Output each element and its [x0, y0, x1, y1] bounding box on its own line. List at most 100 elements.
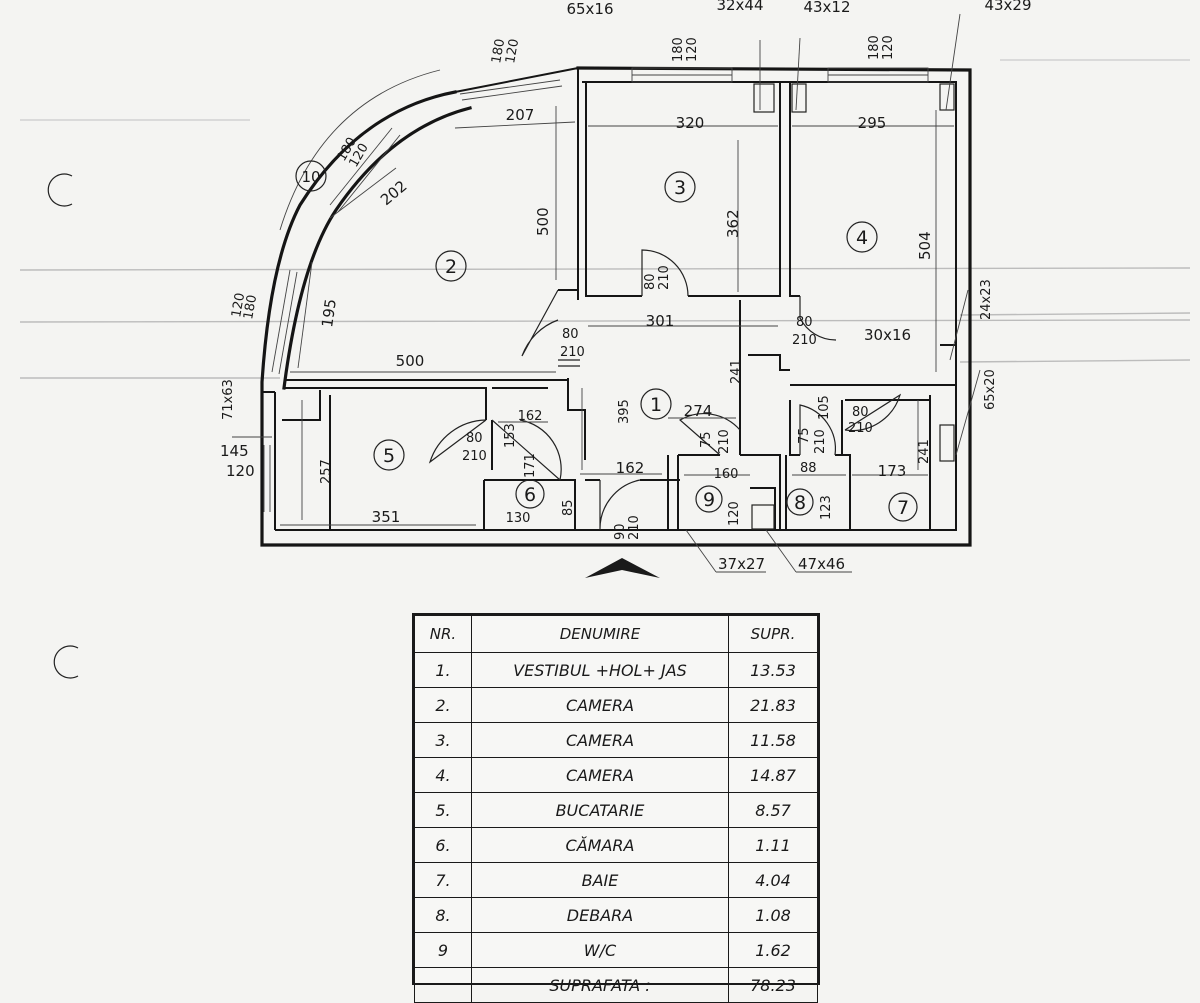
room-markers: 2 3 4 1 5 6 7 8 9 10 — [295, 160, 918, 522]
header-nr: NR. — [414, 615, 472, 653]
dim-r8-75: 75 — [797, 427, 812, 444]
room-1-number: 1 — [650, 394, 662, 416]
dim-top-65x16: 65x16 — [566, 0, 613, 18]
row-nr: 3. — [414, 722, 472, 758]
row-nr: 7. — [414, 862, 472, 898]
room-8-number: 8 — [794, 492, 806, 514]
room-5-number: 5 — [383, 445, 395, 467]
row-nr: 2. — [414, 687, 472, 723]
dim-win3-180: 180 — [867, 35, 882, 60]
dim-bottom-37x27: 37x27 — [718, 555, 765, 573]
row-denumire: CAMERA — [471, 687, 729, 723]
dim-door7-80: 80 — [852, 405, 869, 420]
dim-r8-123: 123 — [819, 495, 834, 520]
dim-r2-top: 207 — [506, 106, 535, 124]
row-supr: 1.11 — [728, 827, 818, 863]
dim-win1-120: 120 — [503, 38, 522, 65]
room-9-number: 9 — [703, 489, 715, 511]
dim-right-24x23: 24x23 — [979, 279, 994, 320]
scan-noise — [19, 59, 1191, 379]
row-denumire: BUCATARIE — [471, 792, 729, 828]
row-denumire: CĂMARA — [471, 827, 729, 863]
dim-r5-height: 257 — [319, 459, 334, 484]
row-supr: 13.53 — [728, 652, 818, 688]
room-7-number: 7 — [897, 497, 909, 519]
legend-header-row: NR. DENUMIRE SUPR. — [414, 615, 818, 653]
ducts — [558, 83, 955, 530]
row-nr: 5. — [414, 792, 472, 828]
dim-r3-height: 362 — [724, 209, 742, 238]
row-supr: 1.62 — [728, 932, 818, 968]
dim-r8-88: 88 — [800, 461, 817, 476]
dimension-labels: 65x16 32x44 43x12 43x29 180 120 180 120 … — [220, 0, 1032, 573]
dim-door5-80: 80 — [466, 431, 483, 446]
row-nr: 8. — [414, 897, 472, 933]
room-3-number: 3 — [674, 177, 686, 199]
header-supr: SUPR. — [728, 615, 818, 653]
row-nr: 1. — [414, 652, 472, 688]
room-2-number: 2 — [445, 256, 457, 278]
dim-win2-180: 180 — [671, 37, 686, 62]
dim-door2-80: 80 — [562, 327, 579, 342]
dim-r9-height: 120 — [727, 501, 742, 526]
header-denumire: DENUMIRE — [471, 615, 729, 653]
room-10-number: 10 — [301, 168, 320, 186]
dim-door3-210: 210 — [657, 265, 672, 290]
row-nr: 4. — [414, 757, 472, 793]
dim-right-65x20: 65x20 — [983, 369, 998, 410]
dim-bottom-47x46: 47x46 — [798, 555, 845, 573]
dim-r5-width: 351 — [372, 508, 401, 526]
dim-r2-side: 195 — [318, 298, 340, 329]
dim-r8-105: 105 — [817, 395, 832, 420]
dim-r2-height: 500 — [534, 207, 552, 236]
row-denumire: BAIE — [471, 862, 729, 898]
row-nr: 6. — [414, 827, 472, 863]
dim-door4-210: 210 — [792, 333, 817, 348]
dim-left-71x63: 71x63 — [221, 379, 236, 420]
doors — [428, 249, 902, 531]
dim-hall-241: 241 — [729, 359, 744, 384]
north-arrow-icon — [585, 558, 660, 578]
dim-r9-75: 75 — [699, 431, 714, 448]
row-supr: 8.57 — [728, 792, 818, 828]
binder-mark-bottom — [53, 645, 79, 679]
row-denumire: CAMERA — [471, 757, 729, 793]
dim-hall-395: 395 — [617, 399, 632, 424]
dim-win1-180: 180 — [489, 38, 508, 65]
dim-door-entry-210: 210 — [627, 515, 642, 540]
binder-mark-top — [47, 173, 73, 207]
total-nr — [414, 967, 472, 1003]
dim-win2-120: 120 — [685, 37, 700, 62]
dim-r4-height: 504 — [916, 231, 934, 260]
dim-top-43x29: 43x29 — [984, 0, 1031, 14]
dim-left-180: 180 — [241, 294, 260, 321]
windows — [263, 67, 929, 512]
dim-r2-bottom: 500 — [396, 352, 425, 370]
dimension-lines — [232, 13, 981, 573]
row-supr: 4.04 — [728, 862, 818, 898]
dim-r8-door-210: 210 — [813, 429, 828, 454]
dim-left-145: 145 — [220, 442, 249, 460]
total-row: SUPRAFATA :78.23 — [414, 967, 818, 1003]
dim-door4-80: 80 — [796, 315, 813, 330]
dim-hall-162b: 162 — [616, 459, 645, 477]
room-6-number: 6 — [524, 484, 536, 506]
row-supr: 21.83 — [728, 687, 818, 723]
row-denumire: CAMERA — [471, 722, 729, 758]
dim-top-43x12: 43x12 — [803, 0, 850, 16]
dim-hall-width: 301 — [646, 312, 675, 330]
dim-r7-width: 173 — [878, 462, 907, 480]
dim-r2-diag: 202 — [377, 177, 411, 209]
row-nr: 9 — [414, 932, 472, 968]
dim-r6-width: 130 — [506, 511, 531, 526]
dim-door-entry-90: 90 — [613, 523, 628, 540]
